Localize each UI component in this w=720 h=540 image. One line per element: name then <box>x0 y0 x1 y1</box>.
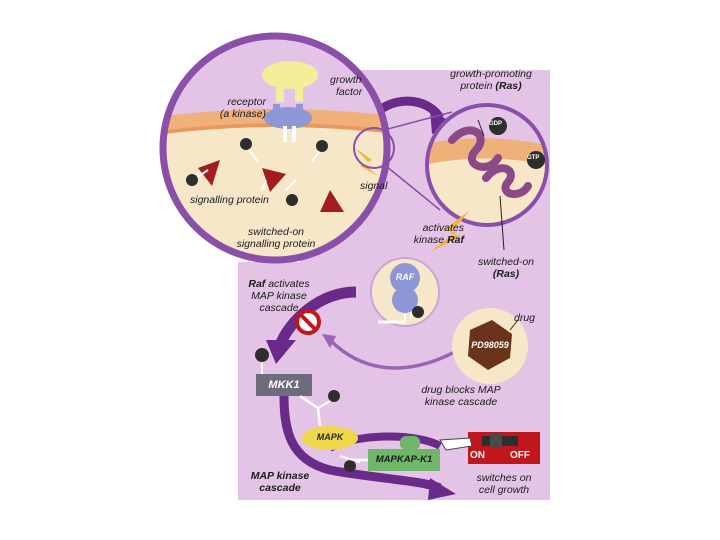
switches-on-label: switches on cell growth <box>476 472 532 497</box>
switch-off-label: OFF <box>510 450 530 461</box>
receptor <box>264 104 312 142</box>
mapkap-group <box>339 436 440 472</box>
switched-on-signalling-protein <box>320 190 344 212</box>
signalling-protein <box>262 168 286 192</box>
raf-label: RAF <box>395 272 415 282</box>
raf-cascade-arrow-head <box>266 340 296 364</box>
raf-activates-label: Raf activates MAP kinase cascade <box>248 278 310 315</box>
mapk-phospho <box>328 390 340 402</box>
phospho-markers-left <box>186 138 328 206</box>
switch-on-label: ON <box>470 450 485 461</box>
mkk1-connector <box>299 394 319 410</box>
growth-factor <box>262 61 318 102</box>
drug-block-arrow <box>328 338 463 370</box>
gdp-marker <box>489 117 507 135</box>
mkk1-group <box>255 348 312 396</box>
cascade-path-head <box>428 478 456 500</box>
signalling-protein-label: signalling protein <box>190 194 269 206</box>
switched-on-ras-protein <box>482 164 532 199</box>
zoom-line-bottom <box>385 165 441 211</box>
zoom-line-top <box>383 111 453 131</box>
map-kinase-cascade-label: MAP kinase cascade <box>250 470 310 495</box>
receptor-label: receptor (a kinase) <box>219 96 266 121</box>
signalling-protein <box>198 160 220 186</box>
raf-circle <box>370 257 440 327</box>
switched-on-ras-pointer <box>499 195 505 251</box>
growth-factor-label: growth factor <box>330 74 363 99</box>
drug-label: drug <box>514 312 536 324</box>
mapk-label: MAPK <box>316 432 344 442</box>
arrow-to-ras <box>377 96 444 121</box>
cascade-path <box>279 395 442 493</box>
drug-block-arrow-head <box>322 334 336 348</box>
gdp-label: GDP <box>489 121 503 127</box>
growth-promoting-label: growth-promoting protein (Ras) <box>450 68 532 93</box>
drug-circle <box>452 308 528 384</box>
activates-raf-label: activates kinase Raf <box>413 222 464 247</box>
pd98059-label: PD98059 <box>471 340 509 350</box>
mapkap-label: MAPKAP-K1 <box>375 454 433 465</box>
zoom-connector-circle <box>353 127 395 169</box>
signal-label: signal <box>360 180 388 192</box>
mapkap-box <box>368 449 440 471</box>
mkk1-label: MKK1 <box>268 379 300 391</box>
mapk-p-connector <box>317 399 333 409</box>
switched-on-signalling-label: switched-on signalling protein <box>236 226 316 251</box>
pointing-hand-icon <box>439 437 473 451</box>
ras-pointer <box>477 119 485 137</box>
ras-protein <box>448 126 502 171</box>
signalling-proteins <box>198 160 344 212</box>
growth-switch <box>439 432 540 464</box>
block-sign <box>295 309 321 335</box>
drug-blocks-label: drug blocks MAP kinase cascade <box>421 384 501 409</box>
mkk1-box <box>256 374 312 396</box>
mapk-ellipse <box>302 426 358 450</box>
raf-activation-bolt <box>430 210 470 252</box>
gtp-marker <box>527 151 545 169</box>
switched-on-ras-label: switched-on (Ras) <box>477 256 535 281</box>
gtp-label: GTP <box>527 155 540 161</box>
